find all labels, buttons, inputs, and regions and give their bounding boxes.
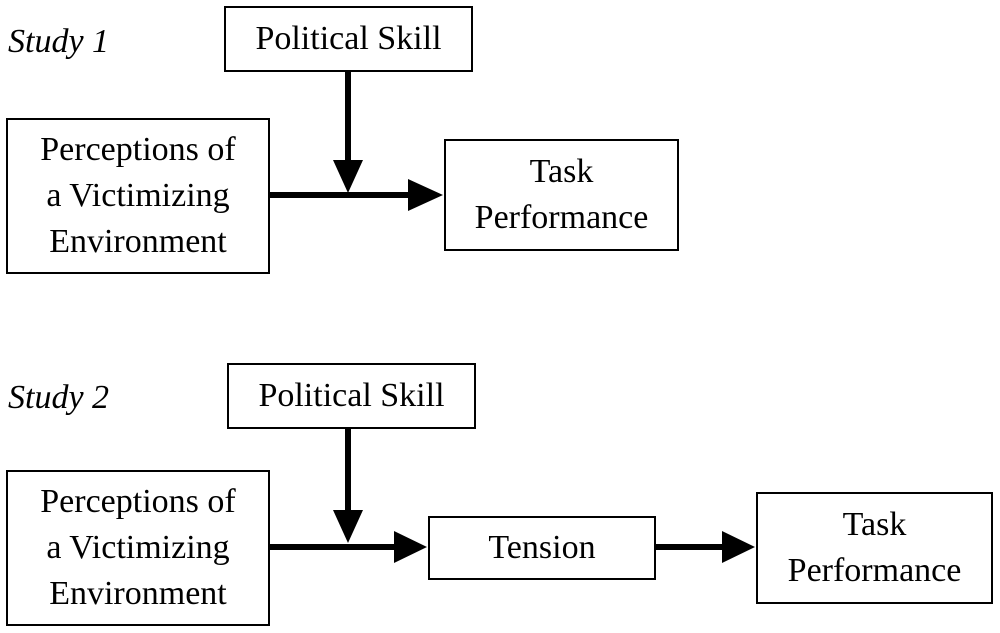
study-1-perceptions-text: Perceptions of a Victimizing Environment [40, 131, 236, 260]
study-2-task-performance-text: Task Performance [787, 506, 962, 589]
study-1-task-performance-text: Task Performance [474, 153, 649, 236]
study-2-tension-text: Tension [488, 529, 596, 566]
study-1-label: Study 1 [8, 23, 110, 60]
study-1-perceptions-box: Perceptions of a Victimizing Environment [6, 118, 270, 274]
study-2-perceptions-box: Perceptions of a Victimizing Environment [6, 470, 270, 626]
study-2-perceptions-text: Perceptions of a Victimizing Environment [40, 483, 236, 612]
study-1-main-arrow-head [408, 179, 443, 211]
study-1-moderator-arrow-head [333, 160, 363, 193]
study-2-mediator-arrow-head [722, 531, 755, 563]
study-2-label: Study 2 [8, 379, 110, 416]
study-1-task-performance-box: Task Performance [444, 139, 679, 251]
study-1-political-skill-box: Political Skill [224, 6, 473, 72]
study-2-political-skill-text: Political Skill [258, 377, 445, 414]
study-2-moderator-arrow-head [333, 510, 363, 543]
study-1-political-skill-text: Political Skill [255, 20, 442, 57]
study-2-task-performance-box: Task Performance [756, 492, 993, 604]
study-2-tension-box: Tension [428, 516, 656, 580]
study-2-predictor-arrow-head [394, 531, 427, 563]
study-2-political-skill-box: Political Skill [227, 363, 476, 429]
